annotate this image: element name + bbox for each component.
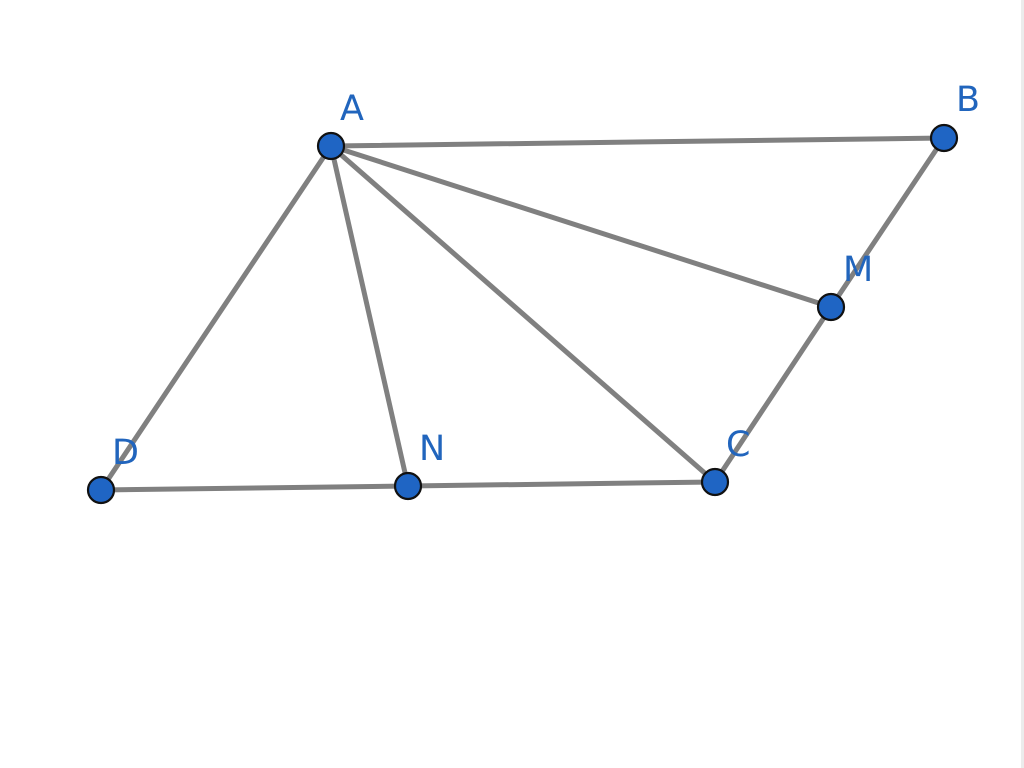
segment-MC xyxy=(712,304,834,485)
right-edge-strip xyxy=(1021,0,1024,768)
segment-ND xyxy=(98,483,411,493)
label-N: N xyxy=(419,429,445,469)
labels-layer: A B C D M N xyxy=(112,80,980,473)
segments-layer xyxy=(98,135,947,493)
point-B[interactable] xyxy=(929,123,959,153)
point-M[interactable] xyxy=(816,292,846,322)
segment-AB xyxy=(328,135,947,149)
segment-DA xyxy=(98,143,334,493)
segment-AN xyxy=(328,143,411,489)
label-D: D xyxy=(112,433,139,473)
points-layer xyxy=(86,123,959,505)
point-D[interactable] xyxy=(86,475,116,505)
point-A[interactable] xyxy=(316,131,346,161)
point-N[interactable] xyxy=(393,471,423,501)
point-C[interactable] xyxy=(700,467,730,497)
segment-AC xyxy=(328,143,718,485)
label-M: M xyxy=(843,250,873,290)
segment-AM xyxy=(328,143,834,310)
segment-BM xyxy=(828,135,947,310)
segment-CN xyxy=(405,479,718,489)
label-C: C xyxy=(726,425,750,465)
label-B: B xyxy=(956,80,980,120)
label-A: A xyxy=(340,89,364,129)
